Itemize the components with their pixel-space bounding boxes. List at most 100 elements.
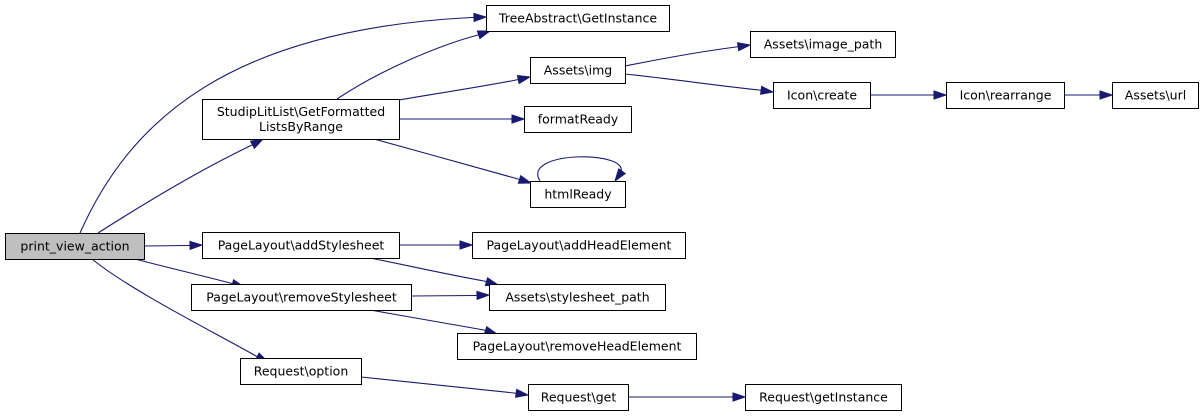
edge-print_view_action-to-remove_stylesheet bbox=[134, 258, 246, 289]
arrowhead-icon bbox=[514, 388, 530, 398]
arrowhead-icon bbox=[516, 75, 532, 85]
edge-remove_stylesheet-to-stylesheet_path bbox=[410, 290, 491, 301]
edge-icon_create-to-icon_rearrange bbox=[870, 90, 948, 100]
edge-line bbox=[624, 46, 737, 67]
edge-print_view_action-to-add_stylesheet bbox=[143, 240, 204, 251]
node-box bbox=[202, 99, 400, 140]
node-add-stylesheet[interactable]: PageLayout\addStylesheet bbox=[202, 232, 400, 259]
node-label: Assets\stylesheet_path bbox=[505, 290, 649, 305]
arrowhead-icon bbox=[473, 12, 488, 23]
edge-assets_img-to-assets_image_path bbox=[624, 42, 752, 67]
edge-print_view_action-to-studip_get_formatted bbox=[97, 138, 265, 234]
node-label: Assets\img bbox=[544, 63, 612, 78]
node-label: print_view_action bbox=[20, 239, 129, 254]
edge-assets_img-to-icon_create bbox=[624, 73, 775, 95]
node-box bbox=[773, 82, 871, 109]
edge-line bbox=[624, 73, 760, 91]
node-print-view-action[interactable]: print_view_action bbox=[5, 233, 145, 260]
edge-studip_get_formatted-to-format_ready bbox=[399, 114, 526, 124]
node-icon-create[interactable]: Icon\create bbox=[773, 82, 871, 109]
edge-remove_stylesheet-to-remove_head_element bbox=[369, 309, 499, 335]
edge-html_ready-to-html_ready bbox=[537, 156, 627, 183]
edge-line bbox=[410, 294, 476, 297]
node-label: Request\option bbox=[254, 364, 349, 379]
node-stylesheet-path[interactable]: Assets\stylesheet_path bbox=[489, 284, 666, 311]
edge-print_view_action-to-tree_get_instance bbox=[79, 12, 488, 234]
node-label: htmlReady bbox=[544, 187, 612, 202]
edge-line bbox=[97, 144, 253, 234]
node-label: PageLayout\addStylesheet bbox=[218, 238, 385, 253]
node-box bbox=[191, 284, 412, 311]
node-label: Assets\url bbox=[1125, 88, 1186, 103]
edge-line bbox=[398, 79, 517, 101]
node-box bbox=[528, 384, 629, 411]
node-label: formatReady bbox=[538, 112, 619, 127]
arrowhead-icon bbox=[614, 168, 627, 183]
node-format-ready[interactable]: formatReady bbox=[524, 106, 632, 133]
arrowhead-icon bbox=[933, 90, 948, 100]
node-box bbox=[946, 82, 1065, 109]
node-label: PageLayout\addHeadElement bbox=[487, 238, 672, 253]
arrowhead-icon bbox=[736, 42, 752, 52]
node-html-ready[interactable]: htmlReady bbox=[530, 181, 626, 208]
arrowhead-icon bbox=[189, 240, 204, 251]
node-label: Icon\rearrange bbox=[960, 88, 1052, 103]
edge-studip_get_formatted-to-tree_get_instance bbox=[336, 30, 492, 100]
edge-line bbox=[369, 257, 485, 282]
node-tree-get-instance[interactable]: TreeAbstract\GetInstance bbox=[486, 5, 670, 32]
edge-line-tail bbox=[229, 282, 233, 285]
node-label: TreeAbstract\GetInstance bbox=[498, 11, 657, 26]
node-request-option[interactable]: Request\option bbox=[240, 358, 362, 385]
node-label: Assets\image_path bbox=[764, 37, 883, 52]
node-box bbox=[745, 384, 902, 411]
arrowhead-icon bbox=[511, 114, 526, 124]
node-label: StudipLitList\GetFormatted bbox=[217, 104, 385, 119]
edge-add_stylesheet-to-stylesheet_path bbox=[369, 257, 500, 287]
node-label: Request\getInstance bbox=[759, 390, 888, 405]
edge-line-tail bbox=[483, 280, 487, 283]
arrowhead-icon bbox=[517, 174, 533, 184]
node-box bbox=[472, 232, 686, 259]
node-remove-head-element[interactable]: PageLayout\removeHeadElement bbox=[457, 333, 697, 360]
node-box bbox=[202, 232, 400, 259]
arrowhead-icon bbox=[1099, 90, 1114, 100]
edge-line-tail bbox=[255, 355, 258, 358]
node-label: Icon\create bbox=[787, 88, 857, 103]
edge-line bbox=[91, 258, 257, 357]
node-label: PageLayout\removeHeadElement bbox=[473, 339, 682, 354]
node-label: Request\get bbox=[541, 390, 617, 405]
node-assets-url[interactable]: Assets\url bbox=[1112, 82, 1199, 109]
edge-line bbox=[336, 34, 479, 100]
edge-line bbox=[143, 244, 189, 247]
edge-line bbox=[373, 138, 519, 180]
edge-line bbox=[134, 258, 231, 284]
arrowhead-icon bbox=[249, 138, 265, 150]
edge-studip_get_formatted-to-html_ready bbox=[373, 138, 533, 184]
edge-add_stylesheet-to-add_head_element bbox=[399, 240, 474, 250]
arrowhead-icon bbox=[476, 30, 492, 40]
node-box bbox=[530, 57, 626, 84]
node-assets-img[interactable]: Assets\img bbox=[530, 57, 626, 84]
arrowhead-icon bbox=[459, 240, 474, 250]
edge-line bbox=[360, 376, 515, 394]
node-request-get[interactable]: Request\get bbox=[528, 384, 629, 411]
node-label: PageLayout\removeStylesheet bbox=[206, 290, 397, 305]
node-add-head-element[interactable]: PageLayout\addHeadElement bbox=[472, 232, 686, 259]
node-icon-rearrange[interactable]: Icon\rearrange bbox=[946, 82, 1065, 109]
edge-line bbox=[537, 156, 622, 182]
edge-request_option-to-request_get bbox=[360, 376, 530, 398]
node-box bbox=[457, 333, 697, 360]
edge-line bbox=[369, 309, 485, 331]
node-box bbox=[486, 5, 670, 32]
node-box bbox=[5, 233, 145, 260]
node-request-get-instance[interactable]: Request\getInstance bbox=[745, 384, 902, 411]
node-assets-image-path[interactable]: Assets\image_path bbox=[750, 31, 896, 58]
edge-icon_rearrange-to-assets_url bbox=[1064, 90, 1114, 100]
node-box bbox=[530, 181, 626, 208]
node-box bbox=[240, 358, 362, 385]
node-remove-stylesheet[interactable]: PageLayout\removeStylesheet bbox=[191, 284, 412, 311]
arrowhead-icon bbox=[759, 85, 775, 95]
arrowhead-icon bbox=[732, 392, 747, 402]
